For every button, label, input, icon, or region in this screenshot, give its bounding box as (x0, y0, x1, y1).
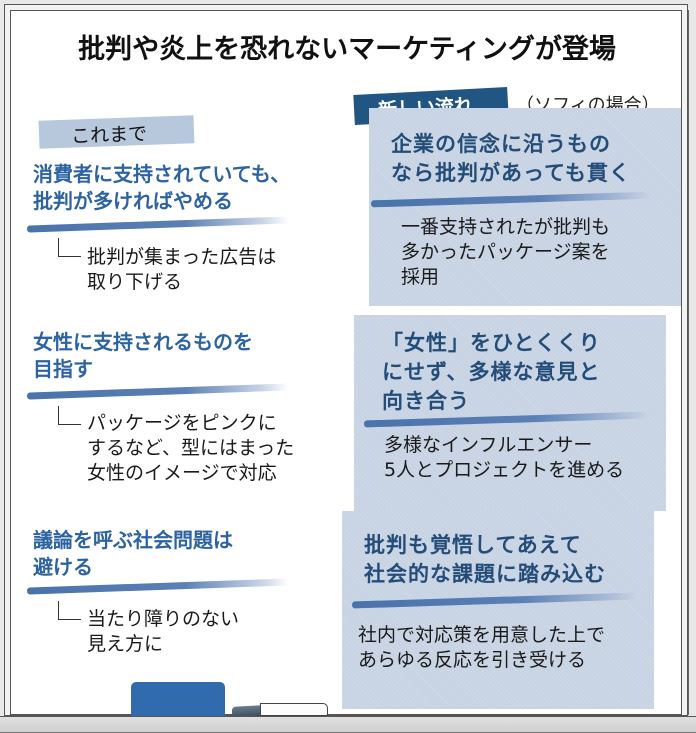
new-item-card-3: 批判も覚悟してあえて 社会的な課題に踏み込む 社内で対応策を用意した上で あらゆ… (342, 511, 654, 709)
new-item-detail: 社内で対応策を用意した上で あらゆる反応を引き受ける (358, 623, 605, 673)
old-item-heading: 消費者に支持されていても、 批判が多ければやめる (33, 161, 290, 215)
bracket-connector (58, 406, 81, 425)
new-item-detail: 一番支持されたが批判も 多かったパッケージ案を 採用 (401, 215, 610, 290)
whiteboard-tray (0, 716, 696, 733)
bracket-connector (58, 238, 81, 257)
detail-line: 批判が集まった広告は (87, 246, 277, 268)
brush-stroke (351, 592, 638, 609)
frame-rail (688, 10, 689, 715)
detail-line: 一番支持されたが批判も (401, 216, 611, 238)
heading-line: にせず、多様な意見と (382, 360, 601, 384)
whiteboard: 批判や炎上を恐れないマーケティングが登場 これまで 新しい流れ （ソフィの場合）… (10, 10, 682, 715)
detail-line: 当たり障りのない (87, 608, 240, 630)
new-item-detail: 多様なインフルエンサー 5人とプロジェクトを進める (384, 433, 624, 483)
detail-line: 社内で対応策を用意した上で (358, 624, 606, 646)
detail-line: 取り下げる (87, 271, 183, 293)
marker-icon (260, 703, 328, 716)
old-item-heading: 議論を呼ぶ社会問題は 避ける (33, 527, 233, 581)
heading-line: 消費者に支持されていても、 (33, 162, 291, 186)
brush-stroke (370, 191, 652, 208)
heading-line: 「女性」をひとくくり (382, 331, 601, 355)
new-item-heading: 企業の信念に沿うもの なら批判があっても貫く (391, 130, 631, 188)
new-item-card-1: 企業の信念に沿うもの なら批判があっても貫く 一番支持されたが批判も 多かったパ… (369, 108, 681, 306)
heading-line: 女性に支持されるものを (33, 330, 253, 354)
infographic-title: 批判や炎上を恐れないマーケティングが登場 (78, 34, 616, 65)
label-before: これまで (38, 115, 195, 149)
heading-line: なら批判があっても貫く (391, 161, 631, 185)
brush-stroke (26, 383, 290, 400)
detail-line: パッケージをピンクに (87, 412, 277, 434)
old-item-detail: 批判が集まった広告は 取り下げる (87, 245, 276, 295)
heading-line: 批判が多ければやめる (33, 189, 233, 213)
detail-line: 女性のイメージで対応 (87, 462, 277, 484)
detail-line: 採用 (401, 266, 440, 288)
heading-line: 社会的な課題に踏み込む (364, 562, 606, 586)
old-item-heading: 女性に支持されるものを 目指す (33, 329, 253, 383)
detail-line: するなど、型にはまった (87, 437, 295, 459)
new-item-card-2: 「女性」をひとくくり にせず、多様な意見と 向き合う 多様なインフルエンサー 5… (354, 315, 666, 511)
detail-line: 多かったパッケージ案を (401, 241, 610, 263)
new-item-heading: 批判も覚悟してあえて 社会的な課題に踏み込む (364, 531, 606, 589)
heading-line: 批判も覚悟してあえて (364, 533, 582, 557)
brush-stroke (26, 216, 290, 233)
heading-line: 避ける (33, 555, 93, 579)
label-before-text: これまで (70, 122, 148, 148)
old-item-detail: パッケージをピンクに するなど、型にはまった 女性のイメージで対応 (87, 411, 294, 486)
heading-line: 向き合う (382, 389, 470, 413)
detail-line: 多様なインフルエンサー (384, 434, 593, 456)
detail-line: 5人とプロジェクトを進める (384, 459, 625, 481)
bracket-connector (58, 601, 81, 620)
detail-line: あらゆる反応を引き受ける (358, 649, 587, 671)
old-item-detail: 当たり障りのない 見え方に (87, 607, 239, 657)
detail-line: 見え方に (87, 633, 164, 655)
heading-line: 企業の信念に沿うもの (391, 132, 611, 156)
new-item-heading: 「女性」をひとくくり にせず、多様な意見と 向き合う (382, 329, 601, 416)
heading-line: 議論を呼ぶ社会問題は (33, 528, 233, 552)
heading-line: 目指す (33, 357, 93, 381)
eraser-icon (131, 682, 225, 718)
